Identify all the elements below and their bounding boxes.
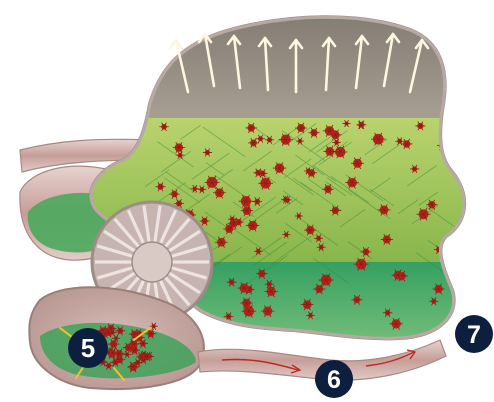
step-marker-6: 6 — [315, 360, 353, 398]
step-marker-7: 7 — [455, 315, 493, 353]
step-marker-7-label: 7 — [467, 321, 481, 349]
step-marker-6-label: 6 — [327, 366, 341, 394]
step-marker-5-label: 5 — [81, 333, 95, 363]
gas-layer — [0, 0, 494, 118]
step-marker-5: 5 — [68, 328, 108, 368]
